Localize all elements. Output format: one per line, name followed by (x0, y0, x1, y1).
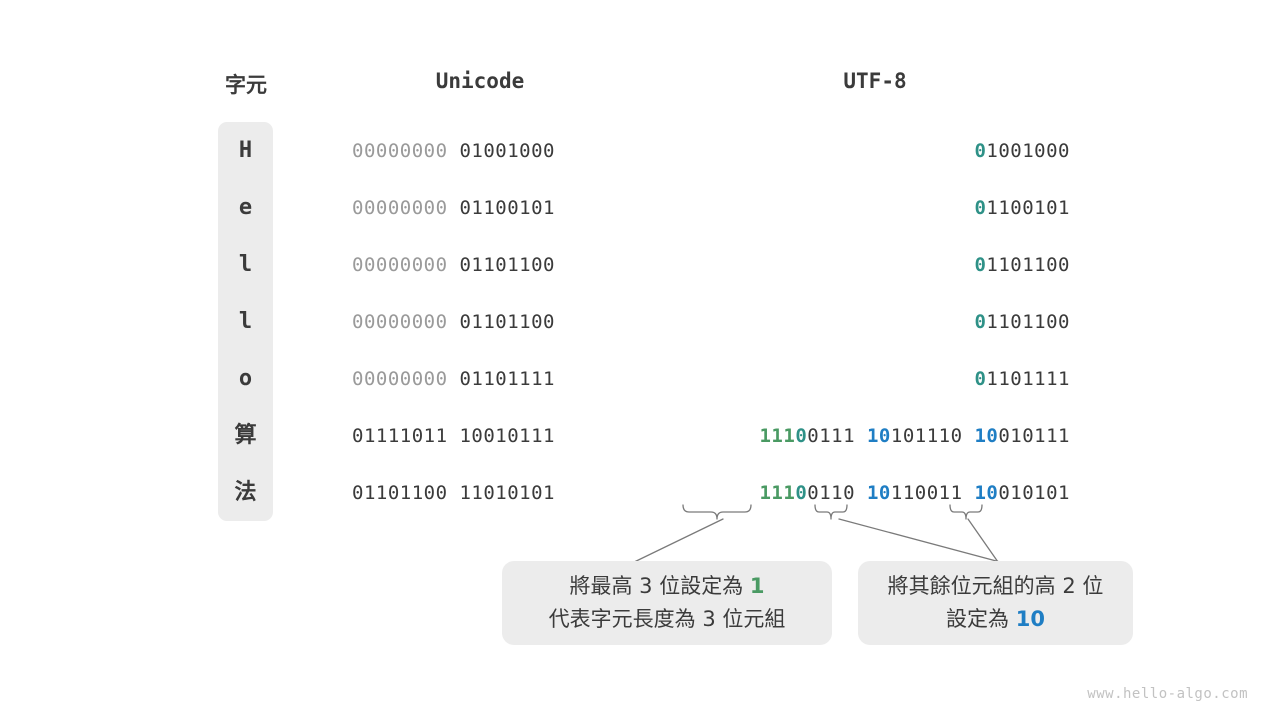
unicode-bit-segment: 01111011 (352, 425, 448, 447)
utf8-bit-segment: 0 (974, 368, 987, 390)
character-column-plate (218, 122, 273, 521)
utf8-bit-segment: 10 (974, 482, 999, 504)
unicode-bit-segment (448, 197, 460, 219)
callout-text: 10 (1015, 607, 1045, 631)
utf8-bit-segment: 0 (974, 311, 987, 333)
utf8-bit-segment: 111 (759, 482, 796, 504)
cell-character: l (238, 252, 253, 277)
utf8-bit-segment: 0 (974, 140, 987, 162)
utf8-bit-segment: 101110 (890, 425, 963, 447)
callout-text: 將最高 3 位設定為 (569, 574, 750, 599)
unicode-bit-segment: 00000000 (352, 197, 448, 219)
callout-text: 將其餘位元組的高 2 位 (887, 574, 1104, 599)
utf8-bit-segment: 0 (795, 482, 808, 504)
utf8-bit-segment (963, 425, 975, 447)
unicode-bit-segment: 01101100 (459, 311, 555, 333)
callout-text: 1 (749, 574, 765, 599)
cell-character: 算 (234, 423, 257, 448)
utf8-bit-segment: 111 (759, 425, 796, 447)
utf8-bit-segment (963, 482, 975, 504)
cell-utf8-bits: 11100110 10110011 10010101 (600, 476, 1070, 510)
utf8-bit-segment: 0110 (807, 482, 856, 504)
unicode-bit-segment (448, 482, 460, 504)
utf8-bit-segment: 0111 (807, 425, 856, 447)
cell-utf8-bits: 01101100 (600, 305, 1070, 339)
cell-character: l (238, 309, 253, 334)
utf8-bit-segment (855, 482, 867, 504)
unicode-bit-segment: 01101111 (459, 368, 555, 390)
unicode-bit-segment: 01100101 (459, 197, 555, 219)
unicode-bit-segment: 00000000 (352, 368, 448, 390)
cell-character: 法 (234, 480, 257, 505)
unicode-bit-segment: 10010111 (459, 425, 555, 447)
utf8-bit-segment: 0 (974, 197, 987, 219)
cell-character: o (238, 366, 253, 391)
callout-leading-bits: 將最高 3 位設定為 1 代表字元長度為 3 位元組 (502, 561, 832, 645)
cell-unicode-bits: 00000000 01100101 (352, 191, 608, 225)
unicode-bit-segment: 01101100 (459, 254, 555, 276)
cell-utf8-bits: 01001000 (600, 134, 1070, 168)
utf8-bit-segment: 10 (866, 425, 891, 447)
utf8-bit-segment: 110011 (890, 482, 963, 504)
unicode-bit-segment (448, 425, 460, 447)
callout-line: 設定為 10 (946, 603, 1045, 636)
callout-continuation-bits: 將其餘位元組的高 2 位設定為 10 (858, 561, 1133, 645)
utf8-bit-segment: 1001000 (986, 140, 1070, 162)
cell-character: H (238, 138, 253, 163)
callout-line: 代表字元長度為 3 位元組 (549, 603, 786, 636)
utf8-bit-segment: 010111 (998, 425, 1070, 447)
utf8-bit-segment: 10 (866, 482, 891, 504)
callout-line: 將最高 3 位設定為 1 (569, 570, 764, 603)
utf8-bit-segment: 1101100 (986, 254, 1070, 276)
watermark: www.hello-algo.com (1087, 686, 1248, 702)
unicode-bit-segment: 11010101 (459, 482, 555, 504)
cell-character: e (238, 195, 253, 220)
utf8-bit-segment: 1100101 (986, 197, 1070, 219)
column-header-character: 字元 (225, 73, 267, 97)
column-header-unicode: Unicode (435, 69, 525, 93)
cell-utf8-bits: 01100101 (600, 191, 1070, 225)
utf8-bit-segment: 0 (974, 254, 987, 276)
column-header-utf8: UTF-8 (843, 69, 907, 93)
cell-utf8-bits: 01101100 (600, 248, 1070, 282)
cell-unicode-bits: 00000000 01001000 (352, 134, 608, 168)
cell-utf8-bits: 11100111 10101110 10010111 (600, 419, 1070, 453)
unicode-bit-segment: 01101100 (352, 482, 448, 504)
utf8-bit-segment: 1101100 (986, 311, 1070, 333)
cell-unicode-bits: 01111011 10010111 (352, 419, 608, 453)
utf8-bit-segment: 10 (974, 425, 999, 447)
callout-text: 設定為 (946, 607, 1016, 631)
unicode-bit-segment: 00000000 (352, 140, 448, 162)
cell-unicode-bits: 00000000 01101100 (352, 248, 608, 282)
unicode-bit-segment (448, 140, 460, 162)
utf8-bit-segment: 0 (795, 425, 808, 447)
utf8-bit-segment: 010101 (998, 482, 1070, 504)
unicode-bit-segment: 01001000 (459, 140, 555, 162)
unicode-bit-segment (448, 254, 460, 276)
unicode-bit-segment (448, 311, 460, 333)
cell-unicode-bits: 01101100 11010101 (352, 476, 608, 510)
unicode-bit-segment: 00000000 (352, 254, 448, 276)
utf8-bit-segment: 1101111 (986, 368, 1070, 390)
unicode-bit-segment: 00000000 (352, 311, 448, 333)
cell-utf8-bits: 01101111 (600, 362, 1070, 396)
callout-line: 將其餘位元組的高 2 位 (888, 570, 1104, 603)
callout-text: 代表字元長度為 3 位元組 (548, 607, 786, 631)
cell-unicode-bits: 00000000 01101111 (352, 362, 608, 396)
cell-unicode-bits: 00000000 01101100 (352, 305, 608, 339)
utf8-bit-segment (855, 425, 867, 447)
unicode-bit-segment (448, 368, 460, 390)
